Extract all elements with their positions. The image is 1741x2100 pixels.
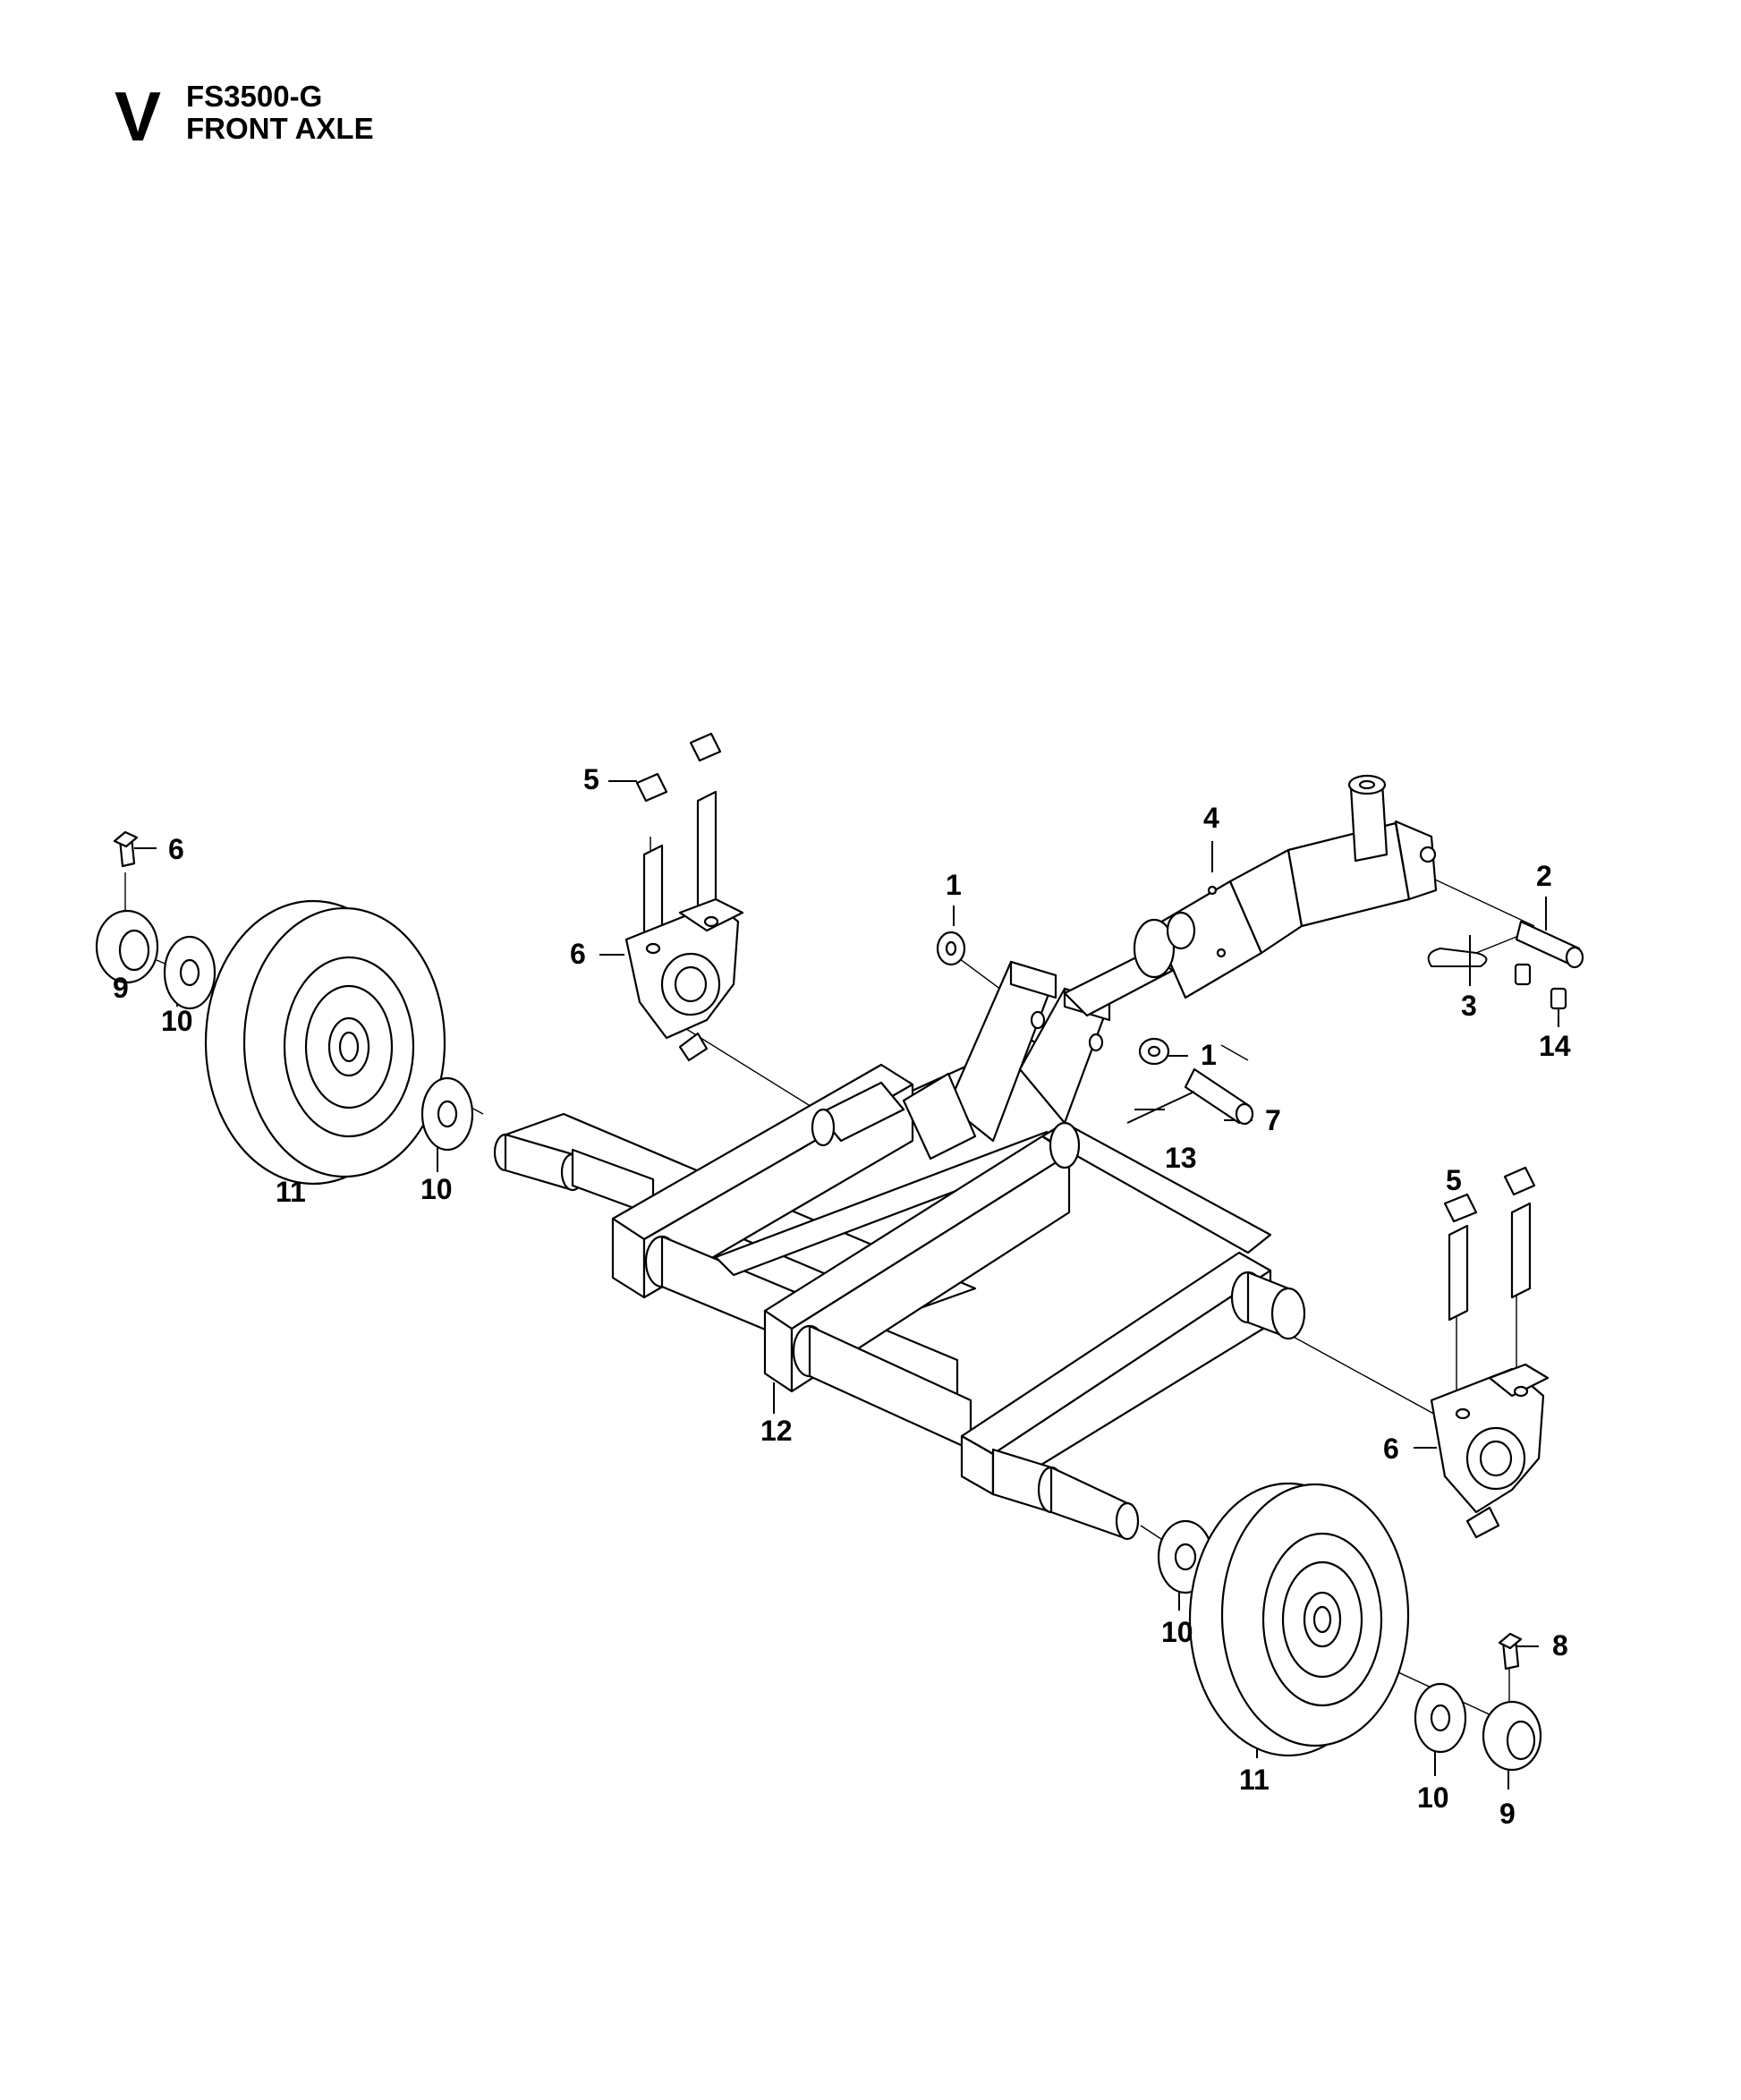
callout-9: 9 (1499, 1798, 1516, 1830)
callout-9: 9 (113, 972, 129, 1004)
callout-10: 10 (420, 1173, 453, 1205)
callout-8: 6 (168, 833, 184, 865)
callout-11: 11 (1239, 1764, 1270, 1796)
left-wheel-assembly (95, 830, 474, 1186)
page-title: FRONT AXLE (186, 112, 374, 145)
callout-1: 1 (946, 869, 962, 901)
callout-13: 13 (1165, 1142, 1197, 1174)
callout-6: 6 (1383, 1433, 1399, 1465)
pin-and-clip (1427, 920, 1584, 1010)
model-name: FS3500-G (186, 80, 323, 113)
callout-2: 2 (1536, 860, 1552, 892)
hydraulic-cylinder (1063, 774, 1438, 1017)
bearing-block-right (1430, 1166, 1550, 1539)
callout-12: 12 (760, 1415, 793, 1447)
pivot-hardware (936, 931, 1254, 1126)
callout-5: 5 (583, 763, 599, 795)
callout-3: 3 (1461, 990, 1477, 1022)
callout-10: 10 (161, 1005, 193, 1037)
callout-10: 10 (1161, 1616, 1193, 1648)
callout-1: 1 (1201, 1039, 1217, 1071)
callout-10: 10 (1417, 1781, 1449, 1814)
callout-14: 14 (1539, 1030, 1571, 1062)
callout-6: 6 (570, 938, 586, 970)
callout-5: 5 (1446, 1164, 1462, 1196)
bearing-block-left (624, 732, 744, 1062)
callout-7: 7 (1265, 1104, 1281, 1136)
callout-8: 8 (1552, 1629, 1568, 1662)
callout-4: 4 (1203, 802, 1219, 834)
callout-labels: 6 9 10 11 10 5 6 1 4 1 7 13 2 3 14 5 12 … (113, 763, 1571, 1830)
right-wheel-assembly (1157, 1482, 1542, 1772)
axle-frame (493, 960, 1306, 1541)
section-letter: V (115, 77, 162, 156)
callout-11: 11 (276, 1176, 306, 1208)
